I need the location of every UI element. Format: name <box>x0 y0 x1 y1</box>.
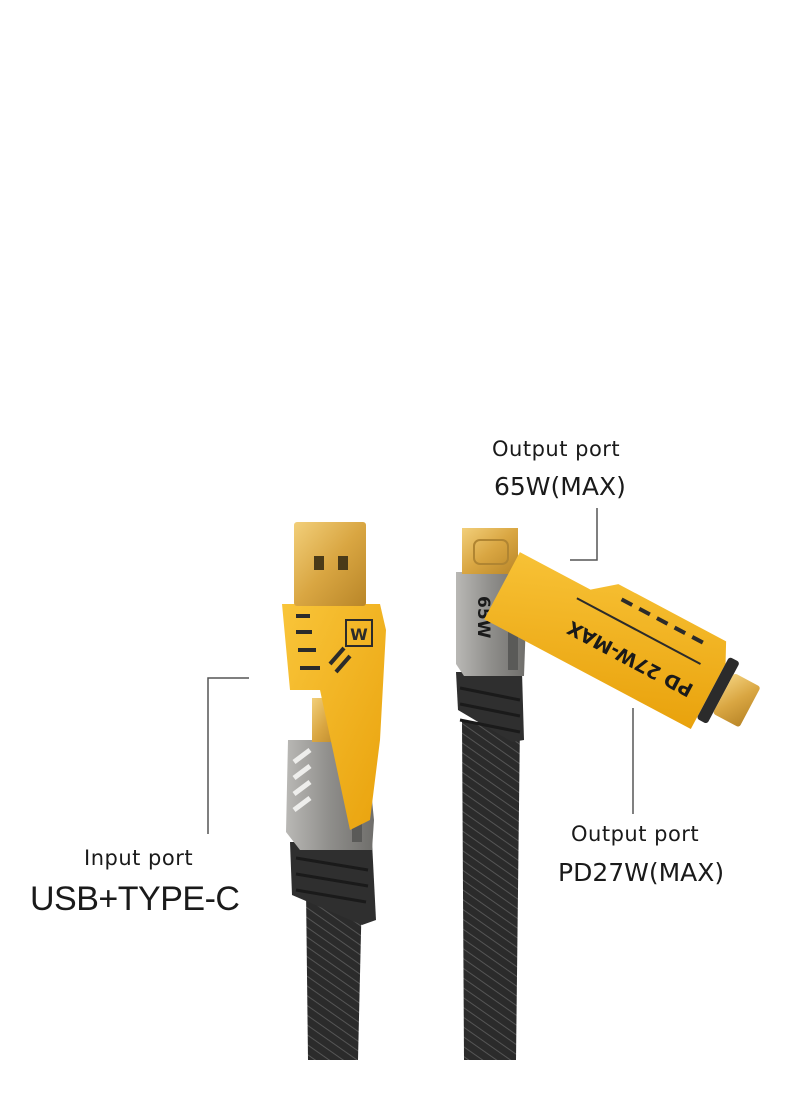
left-strain-relief <box>290 842 376 925</box>
input-port-title: Input port <box>84 846 194 870</box>
left-cable-assembly: W <box>282 522 386 1060</box>
leader-input <box>207 677 249 834</box>
input-port-value: USB+TYPE-C <box>30 880 240 918</box>
left-plug-logo: W <box>345 619 373 647</box>
left-usb-a-connector <box>294 522 366 606</box>
output-port-top-value: 65W(MAX) <box>494 472 626 501</box>
output-port-side-value: PD27W(MAX) <box>558 858 725 887</box>
right-plug-marking: 65W <box>473 596 493 639</box>
output-port-side-title: Output port <box>571 822 700 846</box>
leader-output-top <box>570 508 598 561</box>
right-cable-body <box>462 722 520 1060</box>
left-cable-body <box>306 890 362 1060</box>
lightning-connector <box>713 673 760 727</box>
right-cable-assembly: 65W PD 27W-MAX <box>456 528 760 1060</box>
svg-text:W: W <box>350 625 368 644</box>
output-port-top-title: Output port <box>492 437 621 461</box>
leader-lines <box>207 508 634 834</box>
right-typec-connector <box>462 528 518 574</box>
lightning-adapter: PD 27W-MAX <box>484 552 760 730</box>
left-yellow-housing <box>282 604 386 830</box>
